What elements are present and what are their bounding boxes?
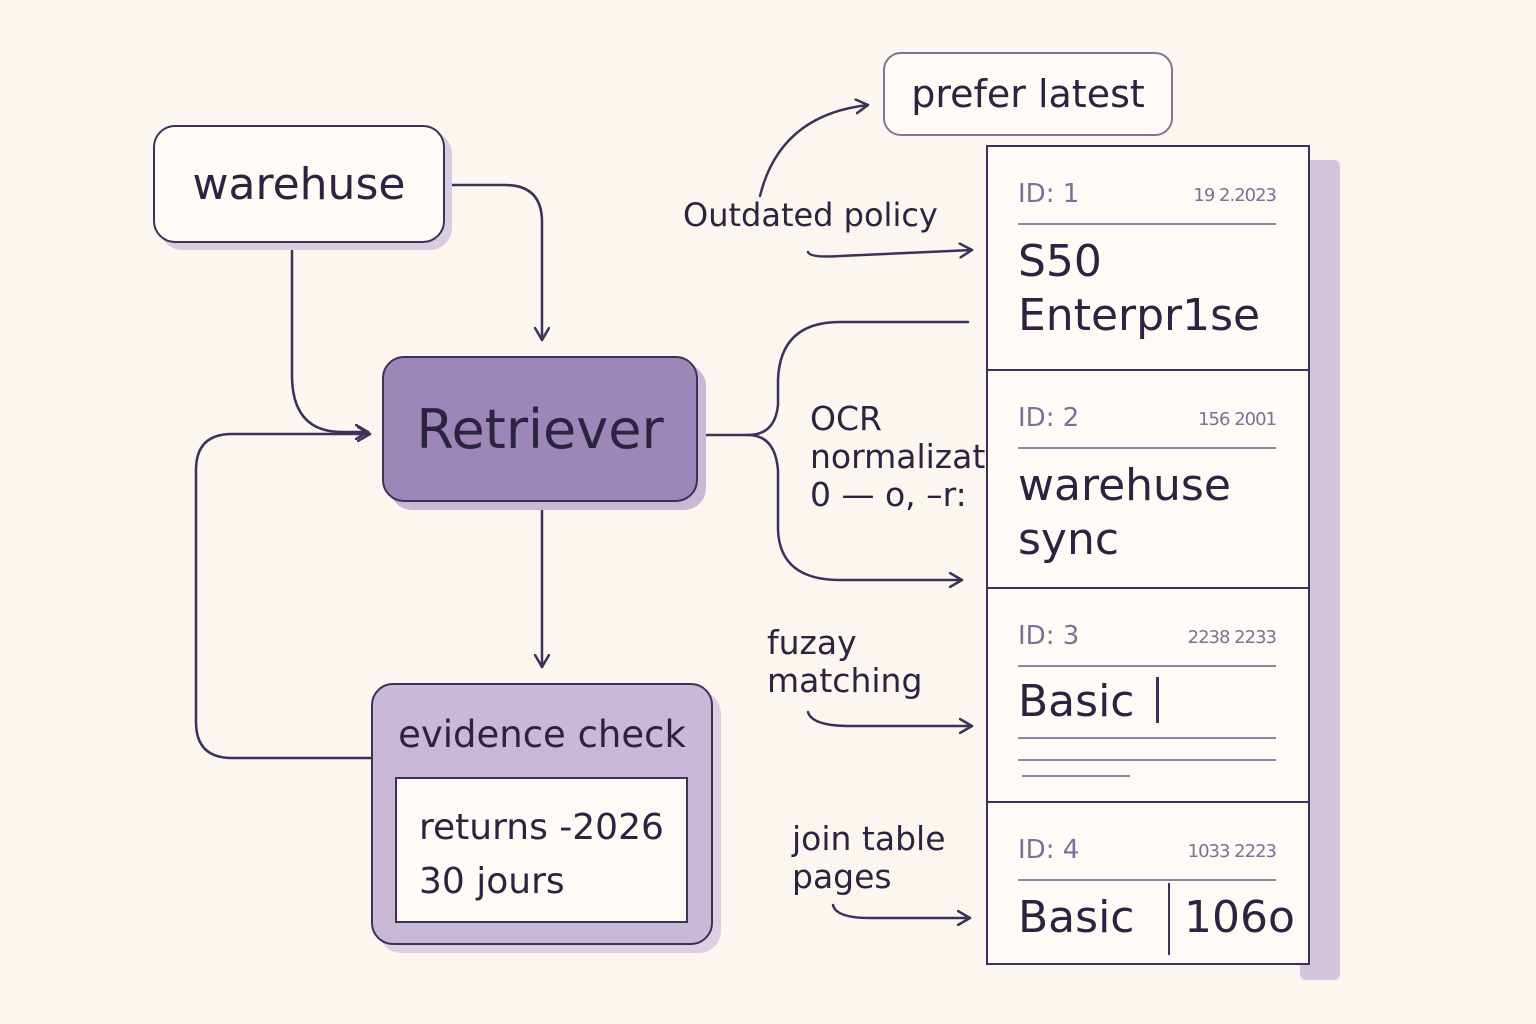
document-date: 2238 2233	[1187, 627, 1277, 648]
document-line-1: Basic	[1018, 892, 1135, 943]
arrow-ocr-brace	[696, 320, 970, 437]
document-text: Basic	[1018, 891, 1135, 945]
arrow-feedback-loop	[194, 434, 373, 760]
arrow-outdated-to-doc1	[806, 250, 974, 257]
evidence-line-1: returns -2026	[419, 807, 664, 848]
document-divider	[1018, 665, 1276, 667]
retriever-node-label: Retriever	[416, 397, 664, 461]
evidence-check-title: evidence check	[398, 713, 686, 756]
document-underline	[1018, 737, 1276, 739]
arrow-warehuse-to-retriever-left	[290, 241, 370, 432]
document-line-2: sync	[1018, 514, 1120, 565]
document-line-1: Basic	[1018, 676, 1135, 727]
join-line-2: pages	[792, 857, 892, 896]
document-id: ID: 2	[1018, 403, 1080, 433]
arrow-outdated-to-prefer	[758, 105, 870, 198]
fuzzy-matching-label: fuzay matching	[767, 624, 922, 700]
warehuse-node-label: warehuse	[192, 158, 406, 210]
document-id: ID: 3	[1018, 621, 1080, 651]
document-date: 156 2001	[1198, 409, 1277, 430]
document-divider	[1018, 447, 1276, 449]
document-line-2: Enterpr1se	[1018, 290, 1261, 341]
fuzzy-line-1: fuzay	[767, 623, 857, 662]
ocr-line-1: OCR	[810, 399, 882, 438]
arrow-warehuse-to-retriever-top	[444, 183, 542, 342]
evidence-check-content: returns -2026 30 jours	[395, 777, 688, 923]
table-column-divider	[1168, 883, 1170, 955]
ocr-line-3: 0 — o, –r:	[810, 475, 967, 514]
document-id: ID: 1	[1018, 179, 1080, 209]
document-cell: 106o	[1184, 891, 1295, 945]
prefer-latest-label: prefer latest	[911, 72, 1145, 116]
document-card: ID: 4 1033 2223 Basic 106o	[988, 801, 1308, 967]
document-divider	[1018, 223, 1276, 225]
document-card: ID: 2 156 2001 warehuse sync	[988, 369, 1308, 587]
document-text: Basic	[1018, 675, 1135, 729]
document-line-1: warehuse	[1018, 460, 1231, 511]
document-card: ID: 3 2238 2233 Basic	[988, 587, 1308, 801]
text-cursor	[1156, 677, 1159, 723]
prefer-latest-node: prefer latest	[883, 52, 1173, 136]
join-line-1: join table	[792, 819, 946, 858]
retriever-node: Retriever	[382, 356, 698, 502]
join-table-pages-label: join table pages	[792, 820, 946, 896]
document-divider	[1018, 879, 1276, 881]
document-text: S50 Enterpr1se	[1018, 235, 1260, 343]
arrow-join-to-doc4	[831, 903, 972, 918]
document-card: ID: 1 19 2.2023 S50 Enterpr1se	[988, 147, 1308, 369]
document-date: 19 2.2023	[1193, 185, 1277, 206]
document-stack: ID: 1 19 2.2023 S50 Enterpr1se ID: 2 156…	[986, 145, 1310, 965]
document-underline	[1022, 775, 1130, 777]
outdated-policy-label: Outdated policy	[683, 196, 938, 234]
document-date: 1033 2223	[1187, 841, 1277, 862]
evidence-check-node: evidence check returns -2026 30 jours	[371, 683, 713, 945]
document-line-1: S50	[1018, 236, 1102, 287]
warehuse-node: warehuse	[153, 125, 445, 243]
document-id: ID: 4	[1018, 835, 1080, 865]
document-text: warehuse sync	[1018, 459, 1231, 567]
arrow-fuzzy-to-doc3	[806, 710, 974, 726]
document-line-2: 106o	[1184, 892, 1295, 943]
document-underline	[1018, 759, 1276, 761]
ocr-line-2: normalizat	[810, 437, 986, 476]
ocr-normalization-label: OCR normalizat 0 — o, –r:	[810, 400, 985, 514]
evidence-line-2: 30 jours	[419, 861, 565, 902]
fuzzy-line-2: matching	[767, 661, 923, 700]
